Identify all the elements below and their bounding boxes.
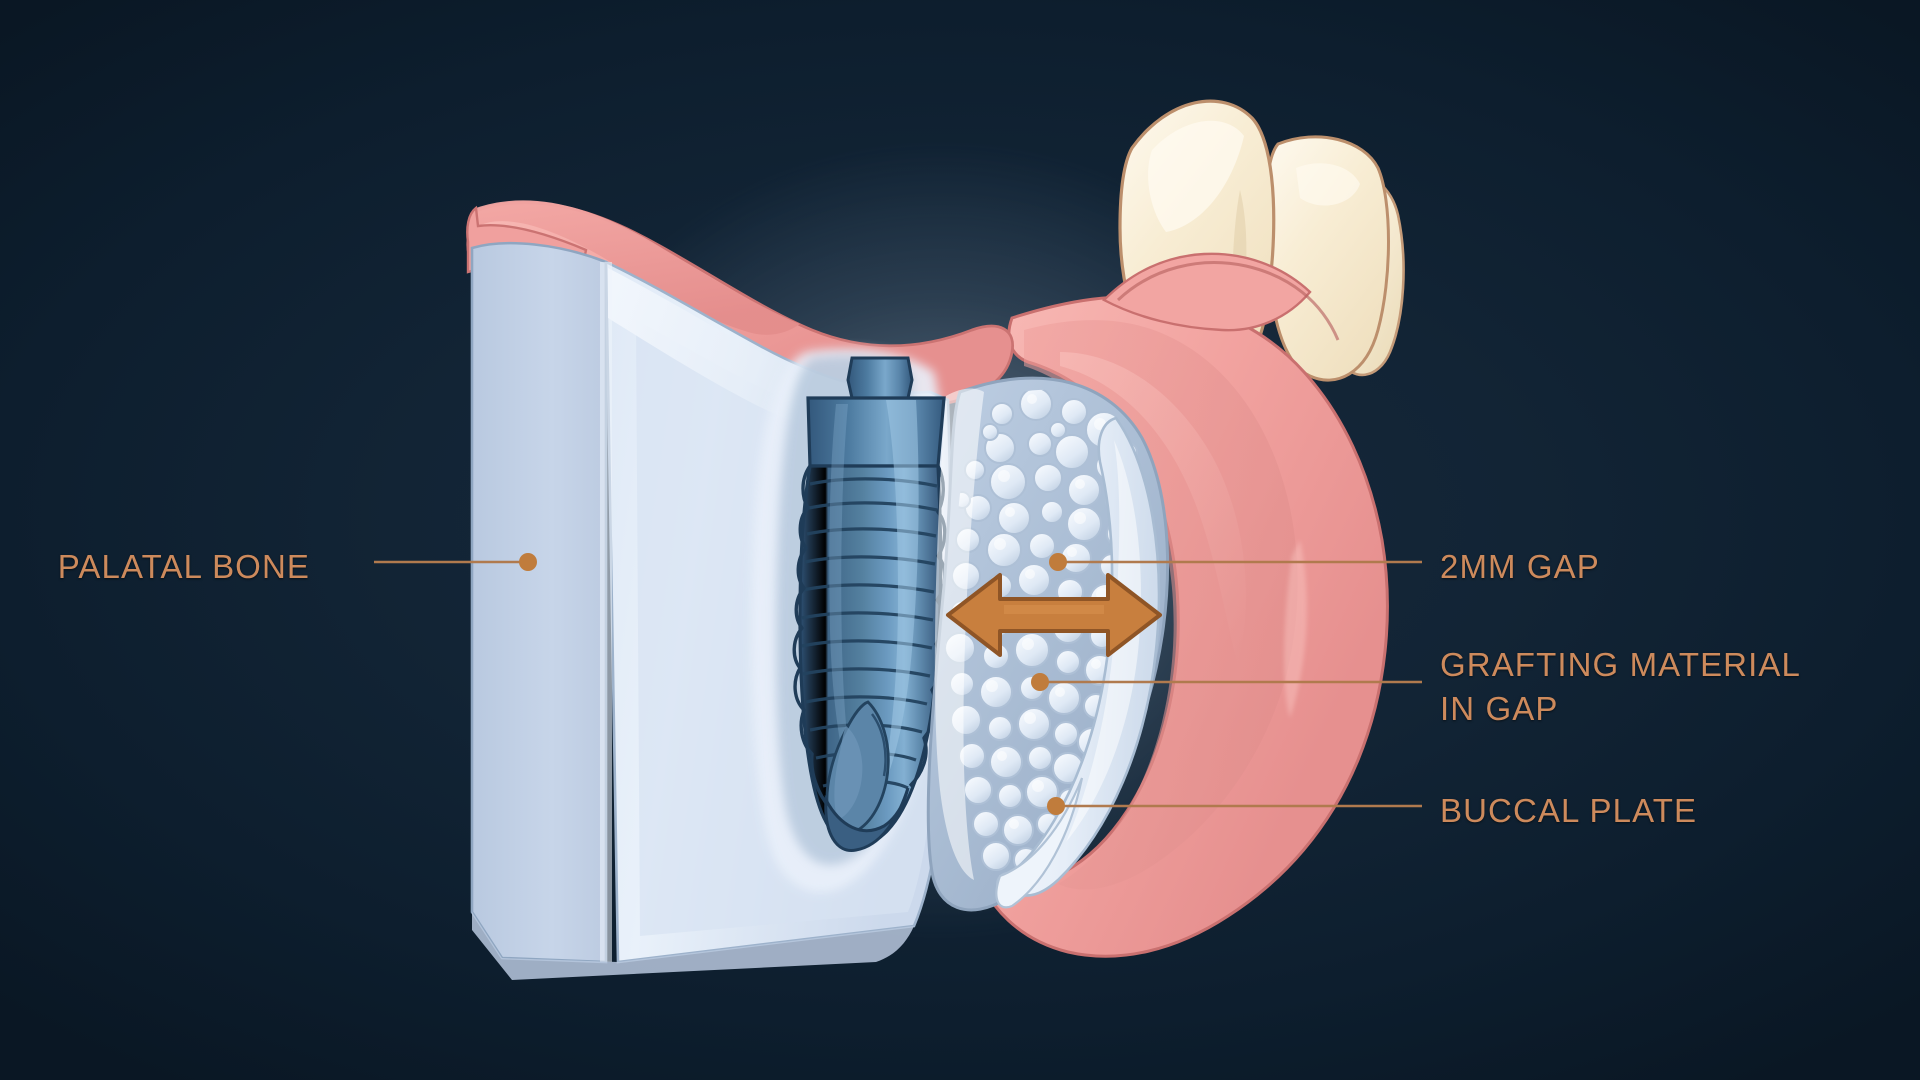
dental-implant [776,355,947,865]
socket-wall-shadow [934,388,984,880]
buccal-lamina [995,777,1084,909]
label-2mm-gap: 2MM GAP [1440,548,1600,585]
label-grafting-material: GRAFTING MATERIAL IN GAP [1440,646,1801,727]
label-buccal-plate: BUCCAL PLATE [1440,792,1698,829]
bone-bottom-bevel [472,912,914,980]
implant-platform [846,356,914,400]
buccal-gap-group [926,376,1170,912]
leader-dots [519,553,1067,815]
leader-dot-palatal-bone [519,553,537,571]
bone-side-face [470,241,608,964]
gingiva-interdental [1102,252,1312,332]
implant-apex [824,787,910,852]
gingiva-group [466,200,1389,958]
leader-dot-gap [1049,553,1067,571]
leader-dot-grafting [1031,673,1049,691]
implant-thread-profile-left [792,465,832,810]
implant-collar [806,396,946,468]
label-palatal-bone: PALATAL BONE [57,548,310,585]
gingiva-top-face [476,200,800,335]
implant-highlight [880,400,919,794]
gingiva-inner-band [1024,320,1298,890]
leader-dot-buccal-plate [1047,797,1065,815]
gingiva-margin-arc [1116,261,1340,341]
leader-lines [374,560,1422,808]
gap-arrow-icon [946,573,1162,657]
